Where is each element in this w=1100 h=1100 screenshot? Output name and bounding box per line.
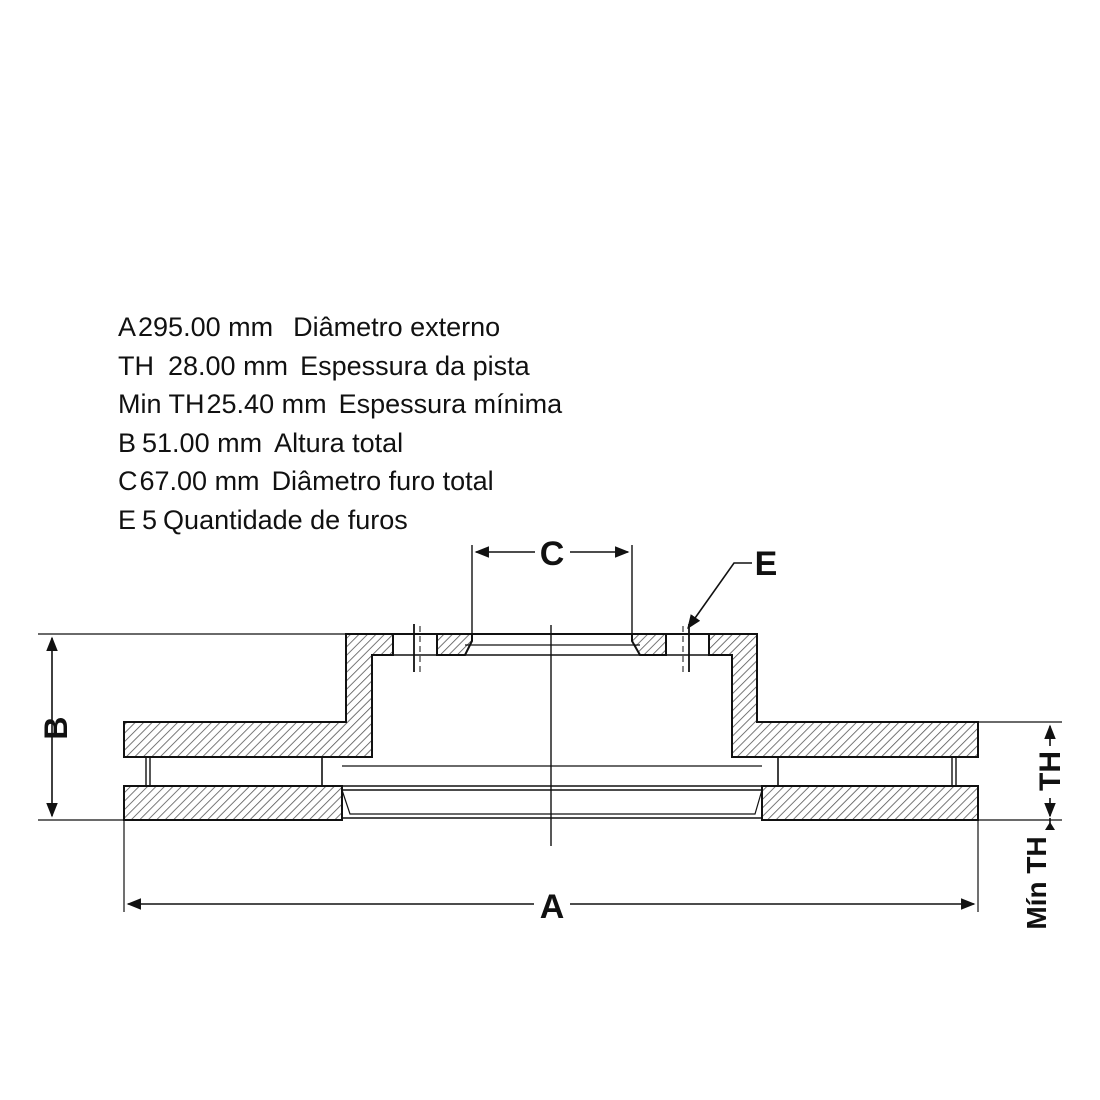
spec-code: A	[118, 312, 137, 342]
dim-th-label: TH	[1034, 751, 1067, 791]
spec-row-th: TH 28.00 mm Espessura da pista	[118, 347, 562, 386]
spec-value: 67.00 mm	[139, 466, 260, 497]
spec-code: Min TH	[118, 389, 205, 420]
spec-code: B	[118, 427, 137, 458]
spec-desc: Espessura mínima	[338, 389, 563, 420]
spec-desc: Altura total	[274, 427, 404, 458]
spec-value: 51.00 mm	[142, 427, 263, 458]
dim-min-th-arrow	[1045, 822, 1055, 830]
spec-desc: Quantidade de furos	[163, 504, 408, 535]
spec-value: 28.00 mm	[168, 350, 289, 381]
hat-section	[123, 633, 394, 758]
spec-desc: Diâmetro furo total	[271, 466, 494, 497]
dim-min-th-label: Mín TH	[1021, 836, 1052, 929]
dim-e-leader	[687, 562, 752, 630]
spec-code: E	[118, 504, 137, 535]
bottom-plate	[761, 785, 979, 821]
vent-line	[951, 757, 957, 786]
vent-line	[145, 757, 151, 786]
vent-inner	[321, 757, 779, 787]
bottom-plate-chamfer	[341, 789, 763, 815]
spec-desc: Espessura da pista	[300, 350, 530, 381]
dim-e-label: E	[755, 545, 778, 583]
dim-a-label: A	[540, 888, 565, 926]
spec-desc: Diâmetro externo	[293, 312, 501, 342]
bottom-plate	[123, 785, 343, 821]
spec-value: 25.40 mm	[206, 389, 327, 420]
spec-code: C	[118, 466, 138, 497]
dim-c-label: C	[540, 535, 565, 573]
bottom-plate-inner	[342, 789, 762, 819]
dim-b-label: B	[38, 716, 74, 739]
spec-value: 295.00 mm	[138, 312, 274, 342]
spec-code: TH	[118, 350, 154, 381]
hat-section	[708, 633, 979, 758]
spec-value: 5	[142, 504, 158, 535]
